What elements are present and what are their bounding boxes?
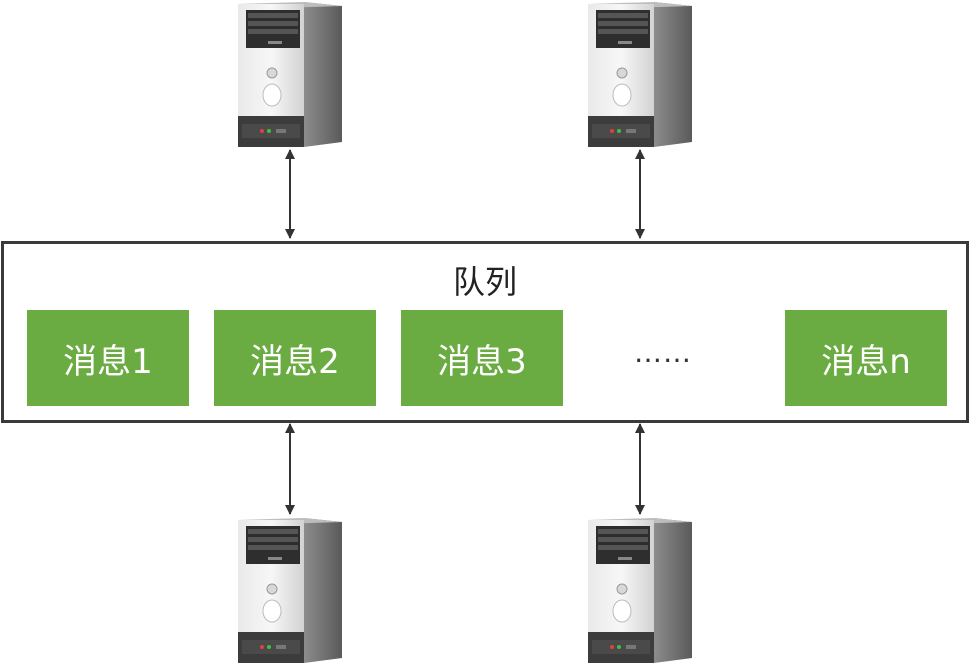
queue-container: 队列 消息1 消息2 消息3 …… 消息n: [1, 241, 969, 423]
server-top-right-icon: [588, 0, 692, 148]
server-bottom-right-icon: [588, 516, 692, 664]
message-n: 消息n: [785, 310, 947, 406]
message-3: 消息3: [401, 310, 563, 406]
message-ellipsis: ……: [634, 336, 692, 369]
queue-title: 队列: [452, 263, 517, 301]
server-bottom-left-icon: [238, 516, 342, 664]
message-1: 消息1: [27, 310, 189, 406]
server-top-left-icon: [238, 0, 342, 148]
message-2: 消息2: [214, 310, 376, 406]
